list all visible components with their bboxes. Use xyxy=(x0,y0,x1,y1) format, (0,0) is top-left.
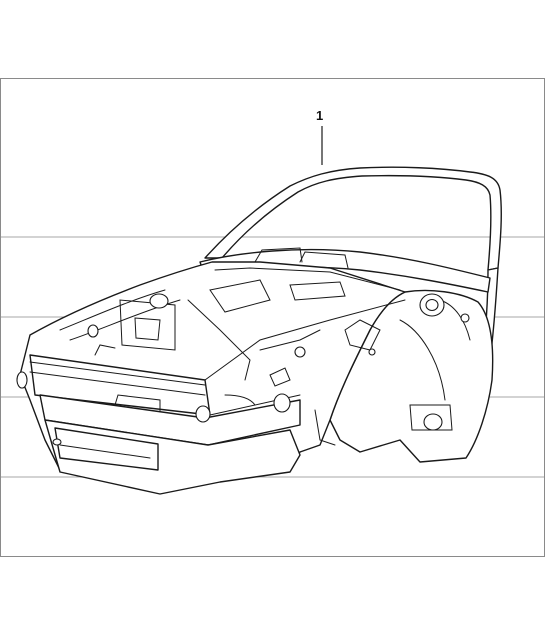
lower-pan-recess xyxy=(54,427,159,471)
body-shell-detail-lines xyxy=(29,247,471,459)
body-shell-illustration xyxy=(19,166,502,495)
body-shell-holes xyxy=(16,293,470,446)
callout-label-1: 1 xyxy=(316,108,324,123)
